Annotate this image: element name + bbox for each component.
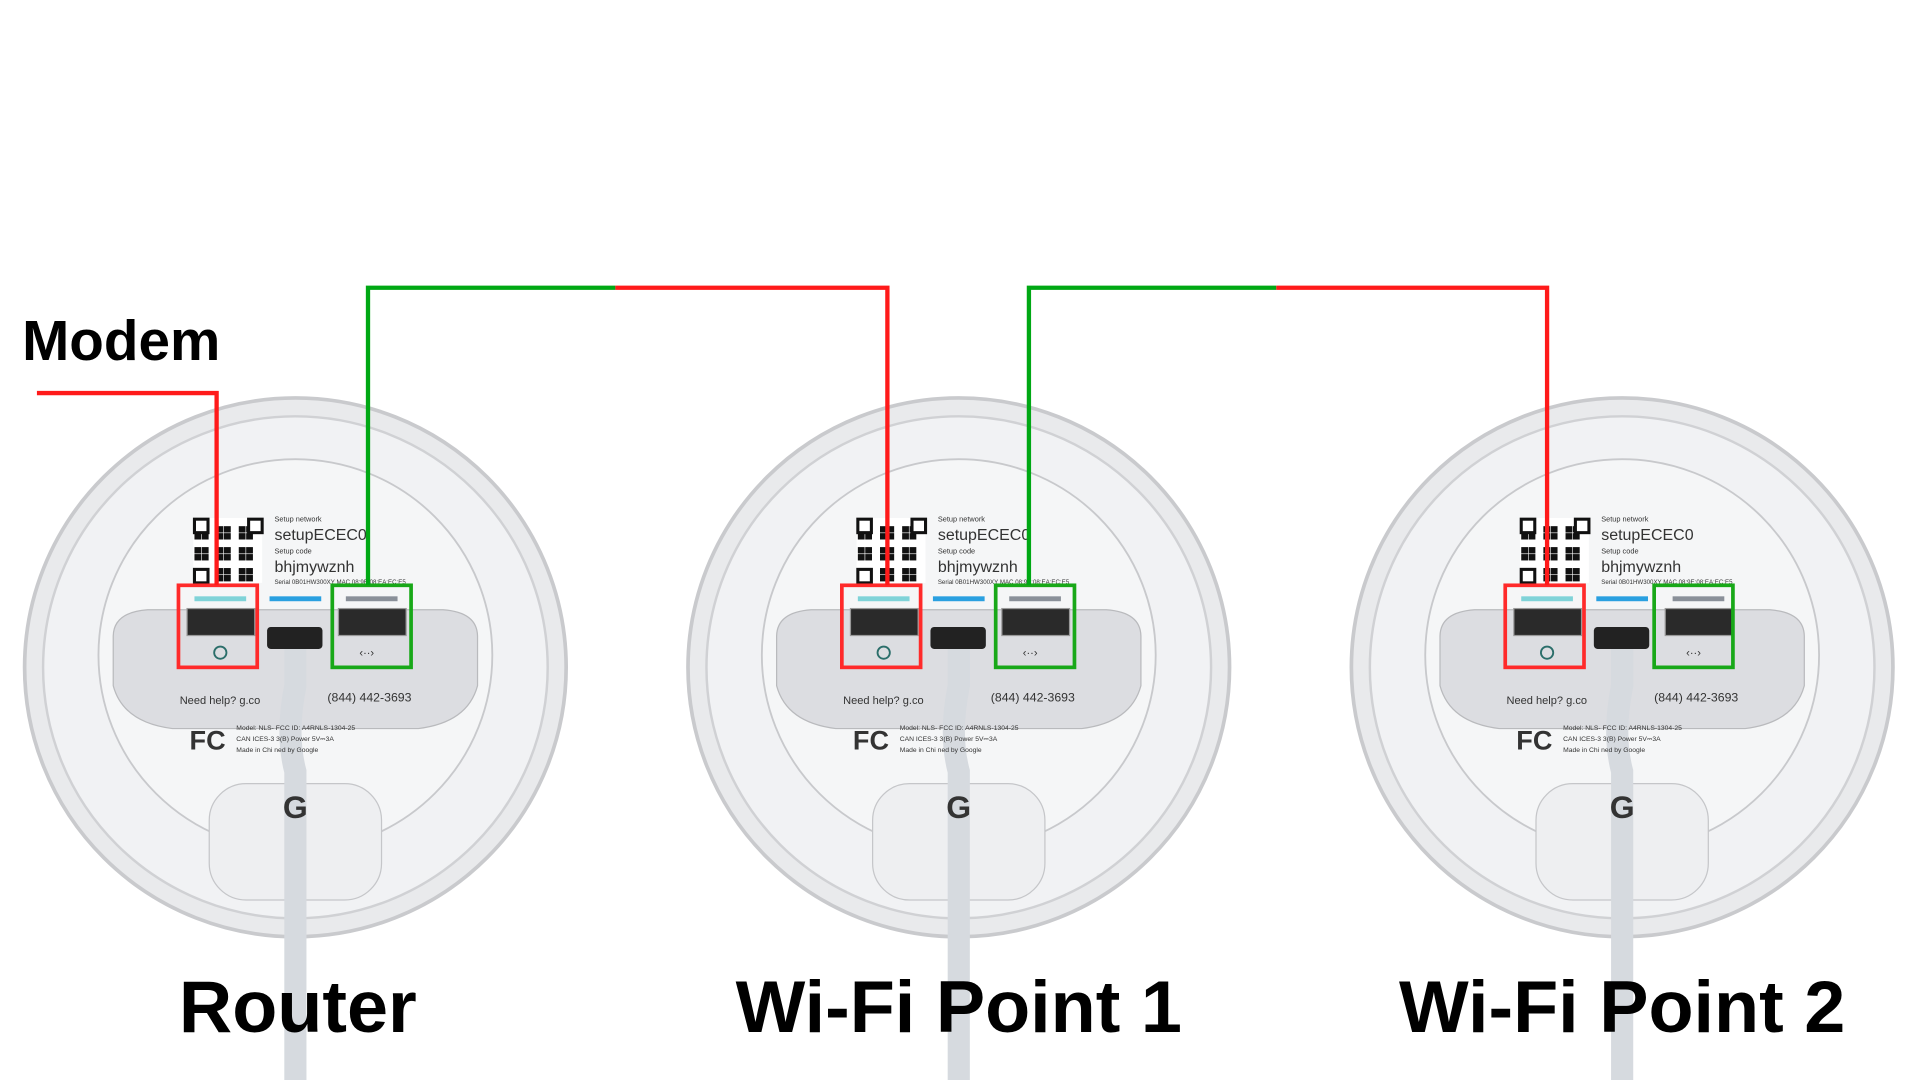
lan-led xyxy=(345,596,398,602)
setup-network-title: Setup network xyxy=(1601,515,1648,524)
fcc-logo: FC xyxy=(853,725,889,755)
power-port xyxy=(267,626,323,649)
google-logo: G xyxy=(283,789,308,825)
lan-led xyxy=(1672,596,1725,602)
setup-network-name: setupECEC0 xyxy=(938,527,1031,544)
lan-port[interactable] xyxy=(337,607,407,637)
setup-code-title: Setup code xyxy=(1601,546,1638,555)
wan-port-highlight xyxy=(1503,583,1586,670)
setup-network-title: Setup network xyxy=(938,515,985,524)
fcc-logo: FC xyxy=(190,725,226,755)
power-port xyxy=(930,626,986,649)
ethernet-icon: ‹··› xyxy=(359,647,374,659)
regulatory-line-3: Made in Chi ned by Google xyxy=(1563,747,1645,754)
globe-icon xyxy=(876,645,891,660)
ethernet-icon: ‹··› xyxy=(1023,647,1038,659)
lan-port-highlight xyxy=(1652,583,1735,670)
regulatory-line-2: CAN ICES-3 3(B) Power 5V⎓3A xyxy=(1563,736,1661,743)
regulatory-line-1: Model: NLS- FCC ID: A4RNLS-1304-25 xyxy=(236,725,355,732)
setup-network-name: setupECEC0 xyxy=(274,527,367,544)
regulatory-line-1: Model: NLS- FCC ID: A4RNLS-1304-25 xyxy=(900,725,1019,732)
lan-port[interactable] xyxy=(1664,607,1734,637)
setup-network-name: setupECEC0 xyxy=(1601,527,1694,544)
wan-port[interactable] xyxy=(186,607,256,637)
google-logo: G xyxy=(946,789,971,825)
wifi-point-1-wan-line xyxy=(615,285,890,586)
status-led xyxy=(1596,596,1648,602)
globe-icon xyxy=(213,645,228,660)
router-lan-line xyxy=(365,285,616,586)
help-text: Need help? g.co xyxy=(1506,695,1587,707)
lan-led xyxy=(1009,596,1061,602)
ethernet-icon: ‹··› xyxy=(1686,647,1701,659)
regulatory-line-1: Model: NLS- FCC ID: A4RNLS-1304-25 xyxy=(1563,725,1682,732)
support-phone: (844) 442-3693 xyxy=(991,691,1075,705)
setup-code-title: Setup code xyxy=(938,546,975,555)
wan-led xyxy=(194,596,247,602)
wifi-point-1-label: Wi-Fi Point 1 xyxy=(736,965,1182,1048)
wifi-point-2-label: Wi-Fi Point 2 xyxy=(1399,965,1845,1048)
power-cable xyxy=(1606,636,1634,1080)
wan-port-highlight xyxy=(840,583,923,670)
lan-port[interactable] xyxy=(1001,607,1071,637)
support-phone: (844) 442-3693 xyxy=(1654,691,1738,705)
power-cable xyxy=(279,636,307,1080)
lan-port-highlight xyxy=(993,583,1077,670)
setup-code: bhjmywznh xyxy=(938,559,1018,576)
qr-code xyxy=(1519,517,1591,585)
modem-label: Modem xyxy=(22,309,220,372)
power-port xyxy=(1593,626,1650,649)
support-phone: (844) 442-3693 xyxy=(327,691,411,705)
wan-port-highlight xyxy=(176,583,260,670)
regulatory-line-3: Made in Chi ned by Google xyxy=(236,747,318,754)
serial-mac: Serial 0B01HW300XY MAC 08:9E:08:EA:EC:E5 xyxy=(938,579,1070,586)
wifi-point-1-lan-line xyxy=(1026,285,1277,586)
power-cable xyxy=(942,636,970,1080)
router-label: Router xyxy=(179,965,417,1048)
help-text: Need help? g.co xyxy=(180,695,261,707)
qr-code xyxy=(856,517,928,585)
fcc-logo: FC xyxy=(1516,725,1552,755)
setup-code: bhjmywznh xyxy=(274,559,354,576)
status-led xyxy=(932,596,985,602)
wan-port[interactable] xyxy=(1513,607,1583,637)
regulatory-line-2: CAN ICES-3 3(B) Power 5V⎓3A xyxy=(900,736,998,743)
help-text: Need help? g.co xyxy=(843,695,924,707)
globe-icon xyxy=(1540,645,1555,660)
status-led xyxy=(269,596,322,602)
setup-network-title: Setup network xyxy=(274,515,321,524)
wan-port[interactable] xyxy=(849,607,919,637)
setup-code-title: Setup code xyxy=(274,546,311,555)
regulatory-line-3: Made in Chi ned by Google xyxy=(900,747,982,754)
serial-mac: Serial 0B01HW300XY MAC 08:9E:08:EA:EC:E5 xyxy=(1601,579,1733,586)
modem-to-router-wan-line xyxy=(36,390,219,586)
wan-led xyxy=(1521,596,1573,602)
lan-port-highlight xyxy=(330,583,413,670)
serial-mac: Serial 0B01HW300XY MAC 08:9E:08:EA:EC:E5 xyxy=(274,579,406,586)
wifi-point-2-wan-line xyxy=(1276,285,1550,586)
setup-code: bhjmywznh xyxy=(1601,559,1681,576)
qr-code xyxy=(192,517,264,585)
regulatory-line-2: CAN ICES-3 3(B) Power 5V⎓3A xyxy=(236,736,334,743)
wan-led xyxy=(857,596,910,602)
google-logo: G xyxy=(1610,789,1635,825)
